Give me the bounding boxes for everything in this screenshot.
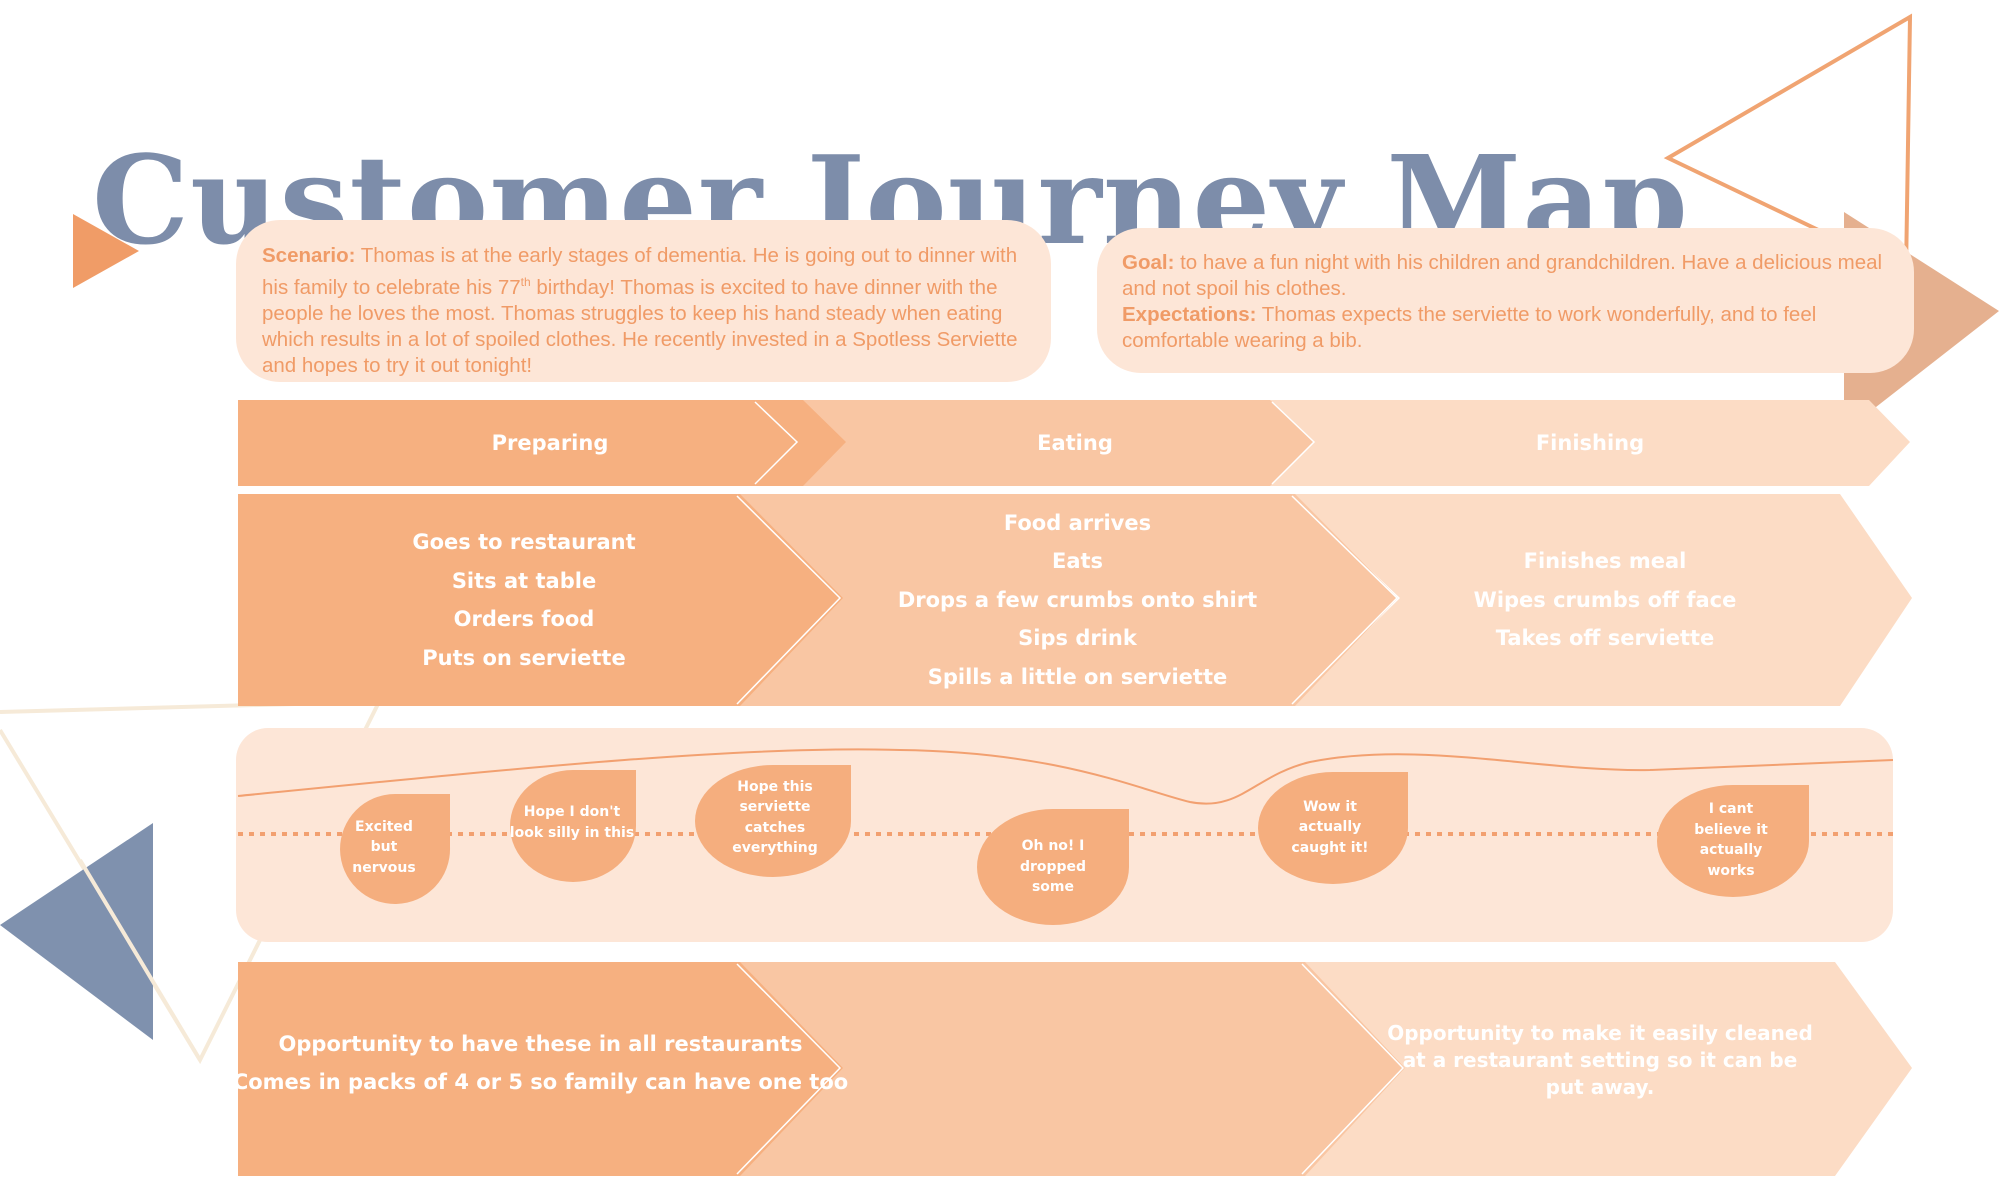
action-item: Puts on serviette [422, 645, 626, 670]
goal-line: Goal: to have a fun night with his child… [1122, 250, 1889, 302]
actions-eating-chevron [735, 494, 1398, 706]
stage-label-eating: Eating [1037, 431, 1113, 455]
emotion-text: Excited but nervous [352, 818, 416, 876]
stage-divider [754, 401, 799, 485]
stage-eating-chevron [753, 400, 1313, 486]
stage-label-preparing: Preparing [491, 431, 609, 455]
emotion-curve [237, 748, 1894, 805]
scenario-superscript: th [520, 275, 531, 289]
actions-eating-list: Food arrives Eats Drops a few crumbs ont… [880, 500, 1275, 700]
action-item: Eats [1051, 549, 1104, 574]
action-item: Wipes crumbs off face [1473, 587, 1737, 612]
action-item: Food arrives [1003, 510, 1152, 535]
stage-finishing-chevron [1265, 400, 1910, 486]
opportunity-finishing-text: Opportunity to make it easily cleaned at… [1387, 1021, 1813, 1099]
emotion-bubble [695, 765, 851, 877]
emotion-bubble [340, 794, 451, 904]
opportunity-divider [736, 963, 842, 1175]
action-item: Goes to restaurant [412, 530, 636, 554]
emotion-text: Wow it actually caught it! [1291, 798, 1369, 856]
emotion-bubble [1657, 785, 1809, 897]
action-item: Sits at table [451, 568, 597, 593]
opportunity-divider [1301, 963, 1405, 1175]
action-item: Finishes meal [1523, 549, 1687, 574]
actions-divider [1291, 495, 1399, 705]
scenario-text-continued: birthday! Thomas is excited to have dinn… [262, 275, 1018, 377]
opportunity-eating-chevron [735, 962, 1405, 1176]
scenario-text: Thomas is at the early stages of dementi… [262, 244, 1018, 299]
actions-preparing-list: Goes to restaurant Sits at table Orders … [310, 500, 738, 700]
action-item: Orders food [453, 607, 595, 631]
opportunity-item: Comes in packs of 4 or 5 so family can h… [232, 1070, 849, 1094]
opportunity-preparing-chevron [238, 962, 843, 1176]
emotion-text: I cant believe it actually works [1694, 801, 1768, 879]
emotion-bubble [1258, 772, 1408, 884]
expectations-label: Expectations: [1122, 303, 1257, 326]
goal-card: Goal: to have a fun night with his child… [1097, 228, 1914, 373]
goal-label: Goal: [1122, 251, 1175, 274]
outline-triangle-decoration [1663, 13, 1913, 276]
stage-preparing-chevron [238, 400, 846, 486]
scenario-label: Scenario: [262, 244, 356, 267]
emotion-text: Oh no! I dropped some [1019, 838, 1087, 896]
opportunity-item: Opportunity to have these in all restaur… [278, 1032, 803, 1056]
action-item: Drops a few crumbs onto shirt [897, 587, 1258, 612]
actions-divider [736, 495, 842, 705]
actions-preparing-chevron [238, 494, 843, 706]
goal-text: to have a fun night with his children an… [1122, 251, 1883, 300]
actions-finishing-list: Finishes meal Wipes crumbs off face Take… [1430, 500, 1780, 700]
expectations-line: Expectations: Thomas expects the serviet… [1122, 302, 1889, 354]
emotion-bubble [977, 809, 1129, 925]
action-item: Spills a little on serviette [927, 664, 1228, 689]
expectations-text: Thomas expects the serviette to work won… [1122, 303, 1817, 352]
actions-finishing-chevron [1290, 494, 1912, 706]
opportunity-finishing-chevron [1300, 962, 1912, 1176]
action-item: Sips drink [1018, 626, 1137, 651]
emotion-bubble [510, 770, 636, 882]
orange-triangle-decoration [73, 214, 139, 288]
action-item: Takes off serviette [1495, 626, 1715, 651]
emotion-text: Hope this serviette catches everything [732, 778, 818, 857]
stage-label-finishing: Finishing [1535, 431, 1645, 455]
scenario-card: Scenario: Thomas is at the early stages … [236, 220, 1051, 382]
stage-divider [1271, 401, 1316, 485]
opportunity-preparing-list: Opportunity to have these in all restaur… [233, 1008, 848, 1118]
emotion-text: Hope I don't look silly in this [509, 804, 635, 841]
